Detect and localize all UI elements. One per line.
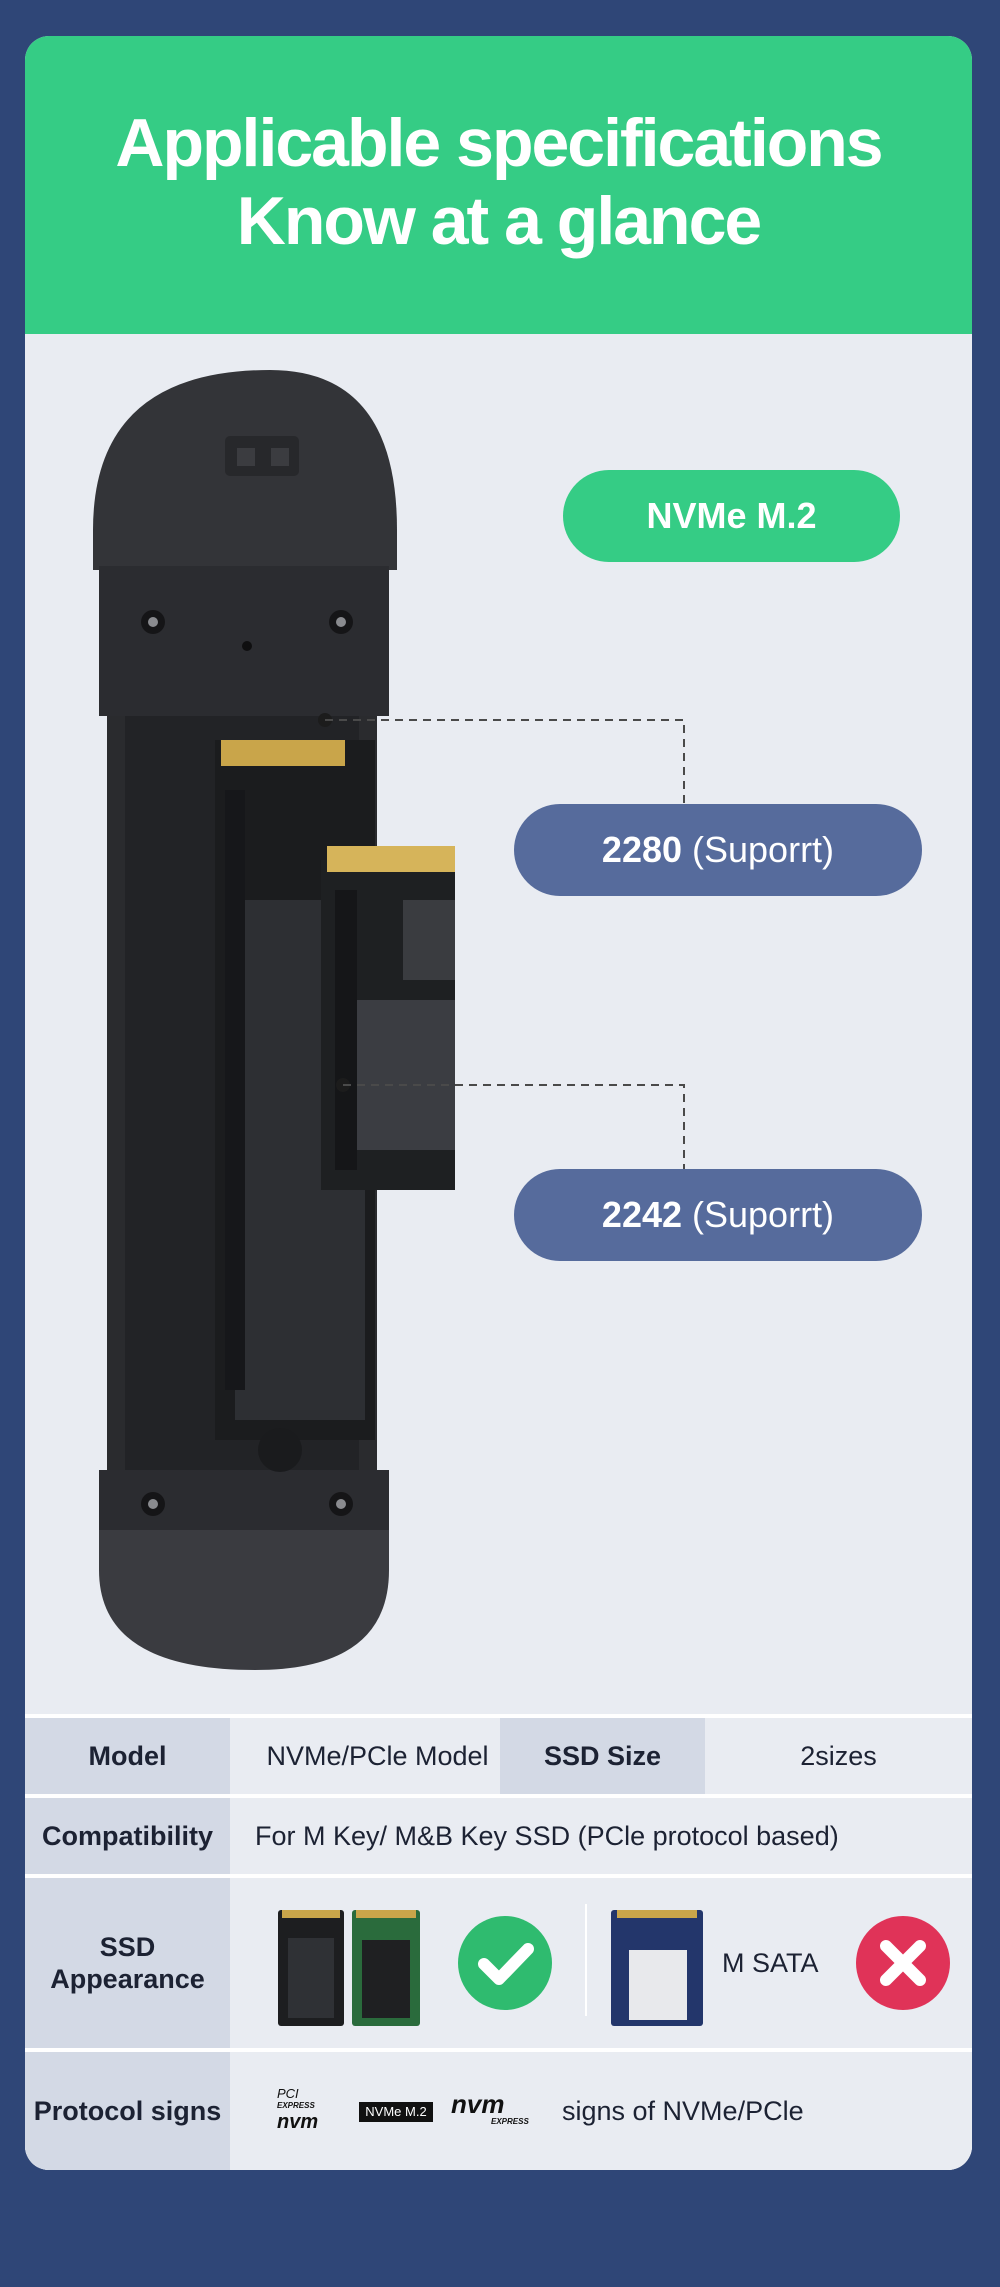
nvm-logo-sub: EXPRESS: [491, 2117, 529, 2126]
pci-nvm-logo: nvm: [277, 2111, 319, 2133]
size-2280-pill: 2280 (Suporrt): [514, 804, 922, 896]
nvme-ssd-green-icon: [352, 1910, 420, 2026]
table-row-compatibility: Compatibility For M Key/ M&B Key SSD (PC…: [25, 1798, 972, 1874]
protocol-label: Protocol signs: [25, 2052, 230, 2170]
size-2242-pill: 2242 (Suporrt): [514, 1169, 922, 1261]
header-banner: Applicable specifications Know at a glan…: [25, 36, 972, 334]
headline-line-2: Know at a glance: [236, 183, 762, 259]
product-showcase: NVMe M.2 2280 (Suporrt) 2242 (Suporrt): [25, 334, 972, 1714]
size-2242-number: 2242: [601, 1194, 683, 1235]
headline-line-1: Applicable specifications: [115, 105, 883, 181]
ssd-size-value: 2sizes: [800, 1740, 877, 1771]
size-2280-number: 2280: [601, 829, 683, 870]
nvm-logo-text: nvm: [451, 2089, 505, 2119]
table-row-model: Model NVMe/PCle Model SSD Size 2sizes: [25, 1718, 972, 1794]
model-label: Model: [25, 1718, 230, 1794]
pci-express-logo: PCI EXPRESS nvm: [277, 2086, 337, 2136]
msata-ssd-icon: [611, 1910, 703, 2026]
nvme-ssd-black-icon: [278, 1910, 344, 2026]
nvme-m2-logo: NVMe M.2: [359, 2102, 433, 2122]
table-row-appearance: SSD Appearance M SATA: [25, 1878, 972, 2048]
nvm-express-logo: nvm EXPRESS: [451, 2090, 537, 2134]
unsupported-x-icon: [856, 1916, 950, 2010]
size-2280-note: (Suporrt): [682, 829, 835, 870]
msata-label: M SATA: [722, 1947, 819, 1978]
table-row-protocol: Protocol signs PCI EXPRESS nvm NVMe M.2 …: [25, 2052, 972, 2170]
spec-table: Model NVMe/PCle Model SSD Size 2sizes Co…: [25, 1714, 972, 2170]
protocol-value: signs of NVMe/PCle: [562, 2095, 804, 2126]
pci-logo-sub: EXPRESS: [277, 2101, 315, 2110]
compatibility-label: Compatibility: [25, 1798, 230, 1874]
nvme-m2-pill: NVMe M.2: [563, 470, 900, 562]
size-2242-note: (Suporrt): [682, 1194, 835, 1235]
pci-logo-text: PCI: [277, 2086, 299, 2101]
supported-check-icon: [458, 1916, 552, 2010]
appearance-label-line-1: SSD: [99, 1932, 156, 1962]
spec-card: Applicable specifications Know at a glan…: [25, 36, 972, 2170]
model-value: NVMe/PCle Model: [266, 1740, 489, 1771]
ssd-size-label: SSD Size: [500, 1718, 705, 1794]
appearance-label-line-2: Appearance: [50, 1964, 205, 1994]
ssd-enclosure-image: [93, 370, 455, 1670]
appearance-label: SSD Appearance: [25, 1878, 230, 2048]
compatibility-value: For M Key/ M&B Key SSD (PCle protocol ba…: [255, 1820, 839, 1851]
appearance-divider: [585, 1904, 587, 2016]
